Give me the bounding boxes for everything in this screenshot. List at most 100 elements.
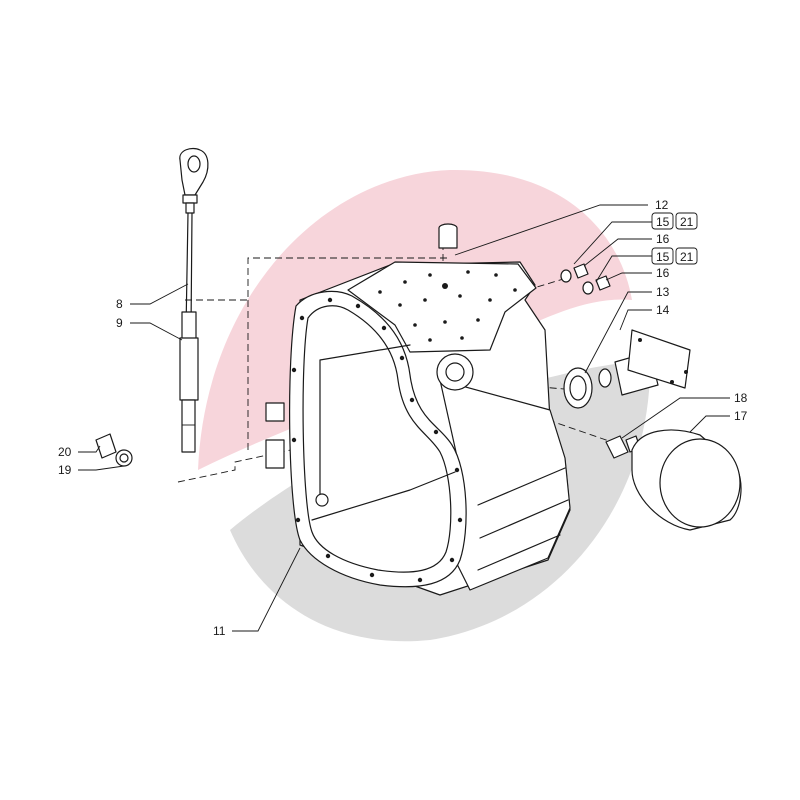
mount-boss-lower bbox=[265, 439, 285, 469]
plate-port bbox=[442, 283, 448, 289]
plate-hole bbox=[423, 298, 427, 302]
callout-box-21b bbox=[675, 247, 698, 265]
bolt-hole bbox=[327, 297, 333, 303]
dipstick-cap bbox=[182, 194, 198, 204]
plate-hole bbox=[378, 290, 382, 294]
plate-hole bbox=[428, 338, 432, 342]
mount-boss-upper bbox=[265, 402, 285, 422]
label-14: 14 bbox=[656, 303, 670, 317]
part-12-plug bbox=[438, 223, 458, 249]
housing-rib-3 bbox=[477, 534, 561, 571]
bolt-hole bbox=[454, 467, 460, 473]
label-21b: 21 bbox=[680, 250, 694, 264]
bolt-hole bbox=[291, 367, 297, 373]
housing-floor-edge bbox=[311, 471, 456, 521]
leader-lines bbox=[78, 204, 730, 632]
leader-11 bbox=[232, 547, 301, 632]
bolt-hole bbox=[355, 303, 361, 309]
leader-16a bbox=[583, 238, 652, 267]
label-9: 9 bbox=[116, 316, 123, 330]
bolt-hole bbox=[325, 553, 331, 559]
seal-ring-15-lower bbox=[582, 281, 594, 295]
bolt-hole bbox=[369, 572, 375, 578]
drain-plug-20 bbox=[95, 433, 117, 459]
plate-hole bbox=[466, 270, 470, 274]
label-15a: 15 bbox=[656, 215, 670, 229]
pump-body bbox=[627, 329, 691, 389]
tube-middle bbox=[179, 337, 199, 401]
label-17: 17 bbox=[734, 409, 748, 423]
leader-8 bbox=[130, 283, 189, 305]
plate-hole bbox=[494, 273, 498, 277]
bolt-hole bbox=[381, 325, 387, 331]
label-13: 13 bbox=[656, 285, 670, 299]
bolt-hole bbox=[295, 517, 301, 523]
part-13-bearing bbox=[563, 367, 612, 409]
label-18: 18 bbox=[734, 391, 748, 405]
leader-9 bbox=[130, 322, 183, 341]
part-9-tube bbox=[179, 311, 199, 453]
leader-17 bbox=[689, 415, 730, 433]
dipstick-ring-hole bbox=[187, 155, 201, 173]
plug-body bbox=[438, 228, 458, 249]
leader-20 bbox=[78, 445, 101, 453]
drain-hole bbox=[315, 493, 329, 507]
dashed-line-to-filter bbox=[547, 419, 613, 443]
plate-hole bbox=[413, 323, 417, 327]
plate-hole bbox=[460, 336, 464, 340]
callout-boxes bbox=[651, 212, 698, 265]
pump-bolt bbox=[670, 380, 674, 384]
bolt-hole bbox=[417, 577, 423, 583]
label-12: 12 bbox=[655, 198, 669, 212]
label-21a: 21 bbox=[680, 215, 694, 229]
part-14-pump bbox=[614, 329, 691, 396]
part-labels: 8 9 11 12 15 21 16 15 21 16 13 14 18 17 … bbox=[58, 198, 748, 638]
bearing-ring bbox=[598, 368, 612, 388]
plug-16-upper bbox=[573, 263, 589, 279]
leader-12 bbox=[454, 204, 648, 256]
bolt-hole bbox=[433, 429, 439, 435]
plate-hole bbox=[403, 280, 407, 284]
dipstick-neck bbox=[185, 202, 195, 214]
pump-bolt bbox=[638, 338, 642, 342]
pump-bolt bbox=[684, 370, 688, 374]
plate-hole bbox=[398, 303, 402, 307]
nipple-hex bbox=[605, 435, 629, 459]
leader-16b bbox=[605, 272, 652, 281]
plate-hole bbox=[488, 298, 492, 302]
bolt-hole bbox=[399, 355, 405, 361]
housing-rib-2 bbox=[479, 499, 569, 539]
front-flange-inner-opening bbox=[302, 305, 452, 573]
bolt-hole bbox=[457, 517, 463, 523]
callout-box-21a bbox=[675, 212, 698, 230]
bolt-hole bbox=[449, 557, 455, 563]
leader-13 bbox=[584, 291, 652, 374]
part-17-filter bbox=[631, 429, 742, 531]
parts-19-20-drain-plug bbox=[95, 433, 133, 467]
leader-15b bbox=[595, 255, 652, 283]
housing-rib-1 bbox=[477, 467, 566, 506]
label-16a: 16 bbox=[656, 232, 670, 246]
bolt-hole bbox=[409, 397, 415, 403]
label-16b: 16 bbox=[656, 266, 670, 280]
callout-box-15a bbox=[651, 212, 674, 230]
label-15b: 15 bbox=[656, 250, 670, 264]
bearing-inner bbox=[569, 375, 587, 401]
seal-ring-15-upper bbox=[560, 269, 572, 283]
leader-19 bbox=[78, 465, 125, 471]
plate-holes bbox=[378, 270, 517, 342]
tube-lower bbox=[181, 399, 196, 453]
plate-hole bbox=[443, 320, 447, 324]
housing-inner-wall bbox=[319, 344, 411, 506]
plate-hole bbox=[476, 318, 480, 322]
label-19: 19 bbox=[58, 463, 72, 477]
bolt-hole bbox=[291, 437, 297, 443]
top-mounting-plate bbox=[347, 261, 537, 353]
part-11-transmission-housing bbox=[265, 261, 571, 596]
callout-box-15b bbox=[651, 247, 674, 265]
tube-upper bbox=[181, 311, 197, 341]
leader-15a bbox=[573, 221, 652, 265]
plate-hole bbox=[428, 273, 432, 277]
leader-18 bbox=[621, 397, 730, 439]
